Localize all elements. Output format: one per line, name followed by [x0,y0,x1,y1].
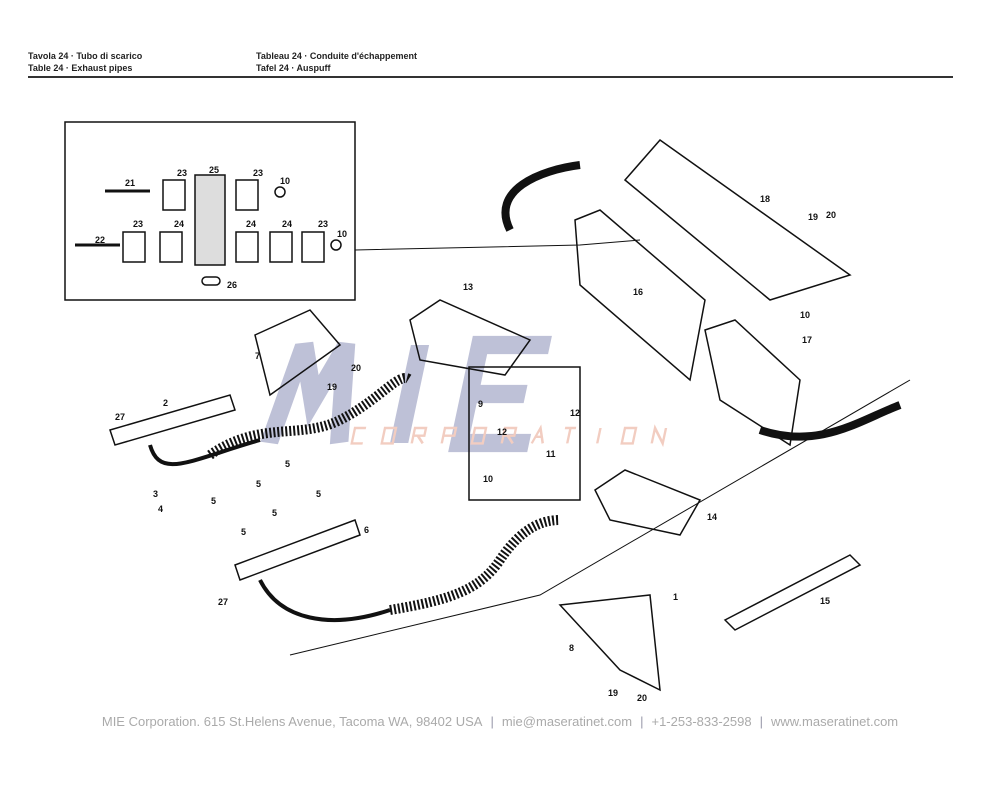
part-label-13: 13 [463,282,473,292]
part-label-5: 5 [316,489,321,499]
part-label-8: 8 [569,643,574,653]
part-label-26: 26 [227,280,237,290]
part-label-10: 10 [337,229,347,239]
part-label-23: 23 [133,219,143,229]
part-label-16: 16 [633,287,643,297]
part-label-19: 19 [608,688,618,698]
watermark-corporation-glyph [530,424,544,444]
part-label-17: 17 [802,335,812,345]
part-label-11: 11 [546,449,556,459]
part-label-20: 20 [351,363,361,373]
part-label-12: 12 [497,427,507,437]
watermark-corporation-glyph [620,426,638,445]
part-label-4: 4 [158,504,163,514]
watermark-corporation-glyph [564,426,577,444]
footer-web[interactable]: www.maseratinet.com [770,714,899,729]
title-fr: Tableau 24 · Conduite d'échappement [256,51,417,61]
part-label-27: 27 [218,597,228,607]
part-label-10: 10 [800,310,810,320]
part-label-27: 27 [115,412,125,422]
watermark-corporation-glyph [650,424,668,448]
header-rule [28,76,953,78]
watermark-corporation-glyph [380,426,398,445]
watermark-mie-glyph [260,341,356,445]
header-right: Tableau 24 · Conduite d'échappement Tafe… [256,50,417,74]
part-label-12: 12 [570,408,580,418]
watermark-corporation-glyph [500,426,518,445]
watermark-corporation-glyph [350,426,367,445]
part-label-19: 19 [327,382,337,392]
header-left: Tavola 24 · Tubo di scarico Table 24 · E… [28,50,142,74]
part-label-1: 1 [673,592,678,602]
hardware-inset-box [64,121,356,301]
part-label-24: 24 [246,219,256,229]
separator: | [759,714,763,729]
watermark-corporation-glyph [410,426,428,445]
footer: MIE Corporation. 615 St.Helens Avenue, T… [0,714,1000,729]
part-label-24: 24 [174,219,184,229]
part-label-23: 23 [318,219,328,229]
part-label-15: 15 [820,596,830,606]
part-label-10: 10 [280,176,290,186]
part-label-25: 25 [209,165,219,175]
part-label-6: 6 [364,525,369,535]
part-label-7: 7 [255,351,260,361]
part-label-10: 10 [483,474,493,484]
part-label-5: 5 [256,479,261,489]
part-label-18: 18 [760,194,770,204]
watermark-corporation-glyph [596,428,602,444]
part-label-22: 22 [95,235,105,245]
title-en: Table 24 · Exhaust pipes [28,63,133,73]
part-label-24: 24 [282,219,292,229]
watermark-corporation-glyph [470,426,488,445]
part-label-23: 23 [177,168,187,178]
part-label-5: 5 [272,508,277,518]
part-label-5: 5 [211,496,216,506]
diagram-drawing [64,121,911,692]
part-label-14: 14 [707,512,717,522]
footer-email[interactable]: mie@maseratinet.com [501,714,633,729]
part-label-21: 21 [125,178,135,188]
separator: | [490,714,494,729]
watermark-logo [260,335,668,453]
footer-address: MIE Corporation. 615 St.Helens Avenue, T… [101,714,483,729]
watermark-corporation-glyph [440,426,458,444]
separator: | [640,714,644,729]
part-label-2: 2 [163,398,168,408]
part-label-5: 5 [285,459,290,469]
part-label-19: 19 [808,212,818,222]
footer-phone: +1-253-833-2598 [651,714,752,729]
part-label-23: 23 [253,168,263,178]
title-de: Tafel 24 · Auspuff [256,63,331,73]
clamp-inset-box [468,366,581,501]
title-it: Tavola 24 · Tubo di scarico [28,51,143,61]
part-label-5: 5 [241,527,246,537]
part-label-20: 20 [637,693,647,703]
part-label-9: 9 [478,399,483,409]
part-label-20: 20 [826,210,836,220]
part-label-3: 3 [153,489,158,499]
watermark-mie-glyph [390,345,430,443]
